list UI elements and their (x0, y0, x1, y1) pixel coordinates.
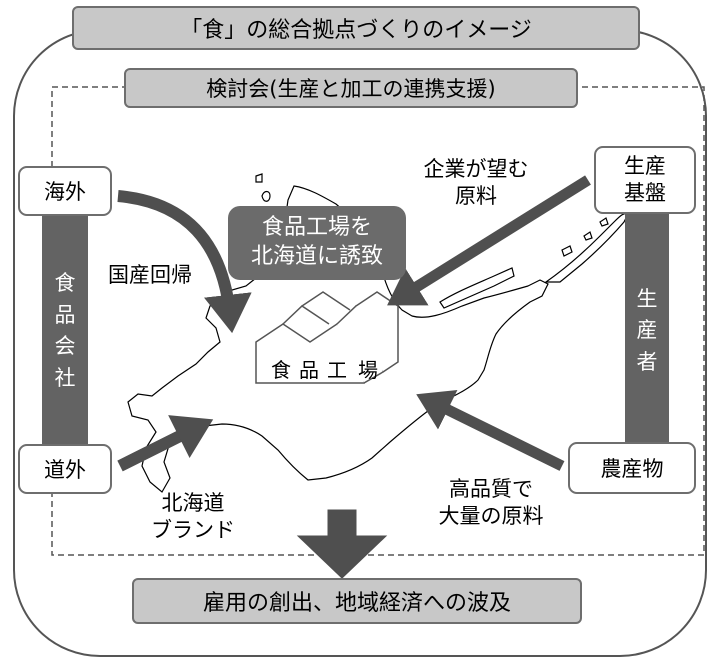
agri-products-label: 農産物 (600, 457, 664, 481)
quality-label: 高品質で 大量の原料 (416, 476, 566, 530)
return-label: 国産回帰 (90, 262, 210, 289)
production-base-line2: 基盤 (624, 181, 666, 205)
arrow-desired-material (387, 175, 591, 306)
arrow-quality-material (416, 390, 565, 471)
subtitle-box: 検討会(生産と加工の連携支援) (124, 68, 578, 108)
overseas-box: 海外 (18, 166, 112, 216)
factory-char-4-text: 場 (358, 357, 378, 382)
quality-label-line2: 大量の原料 (438, 503, 544, 528)
desired-label-line1: 企業が望む (423, 157, 529, 181)
factory-illustration (255, 291, 399, 384)
factory-char-4: 場 (354, 354, 382, 382)
title-box: 「食」の総合拠点づくりのイメージ (72, 6, 640, 50)
producer-bar-label: 生 産 者 (636, 286, 658, 374)
brand-label-line2: ブランド (151, 517, 235, 542)
company-bar: 食 品 会 社 (42, 212, 88, 450)
arrow-brand (117, 415, 214, 472)
factory-char-1-text: 食 (271, 357, 291, 382)
company-bar-label: 食 品 会 社 (54, 271, 76, 390)
factory-char-1: 食 (268, 354, 294, 382)
factory-callout-line2: 北海道に誘致 (250, 244, 383, 269)
subtitle: 検討会(生産と加工の連携支援) (206, 77, 496, 101)
factory-callout: 食品工場を 北海道に誘致 (228, 206, 406, 280)
production-base-box: 生産 基盤 (594, 146, 696, 214)
overseas-label: 海外 (44, 180, 86, 204)
factory-char-2-text: 品 (299, 357, 319, 382)
brand-label: 北海道 ブランド (128, 490, 258, 544)
desired-label-line2: 原料 (455, 183, 497, 208)
impact-box: 雇用の創出、地域経済への波及 (132, 578, 582, 624)
outside-hokkaido-box: 道外 (18, 444, 112, 494)
factory-char-3: 工 (324, 354, 350, 382)
factory-char-3-text: 工 (327, 357, 347, 382)
arrow-down-impact (296, 509, 388, 579)
production-base-line1: 生産 (624, 153, 666, 178)
brand-label-line1: 北海道 (161, 491, 225, 515)
producer-bar: 生 産 者 (625, 212, 669, 450)
arrow-overseas-return (117, 190, 252, 334)
factory-callout-line1: 食品工場を (261, 215, 372, 241)
factory-char-2: 品 (296, 354, 322, 382)
agri-products-box: 農産物 (568, 442, 696, 494)
return-label-text: 国産回帰 (108, 263, 192, 287)
page-title: 「食」の総合拠点づくりのイメージ (180, 18, 532, 43)
desired-label: 企業が望む 原料 (408, 156, 544, 210)
outside-hokkaido-label: 道外 (44, 458, 86, 482)
quality-label-line1: 高品質で (449, 477, 533, 501)
impact-label: 雇用の創出、地域経済への波及 (202, 591, 511, 616)
